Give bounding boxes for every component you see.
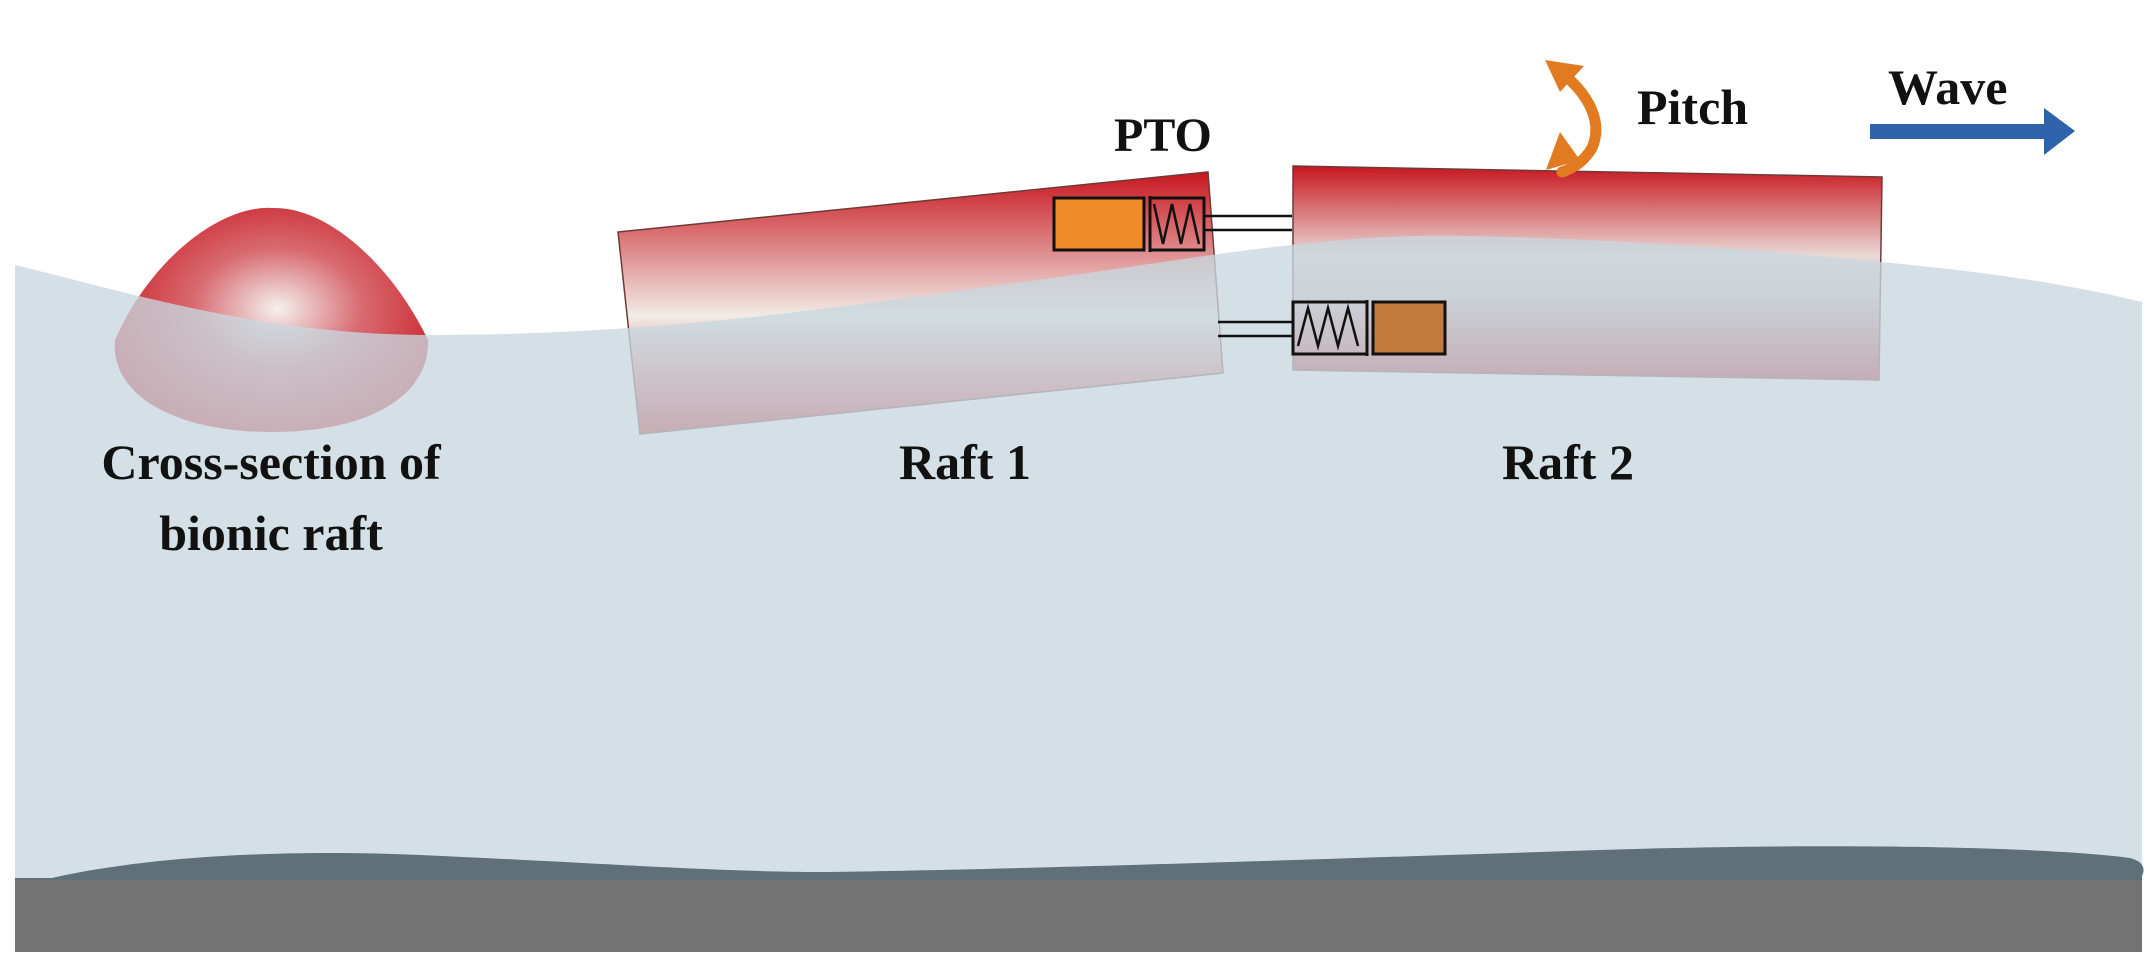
pto-lower xyxy=(1218,300,1447,356)
seabed-base xyxy=(15,880,2142,952)
pitch-arrow-icon xyxy=(1545,60,1602,178)
raft-1-label: Raft 1 xyxy=(899,434,1031,490)
cross-section-label-line2: bionic raft xyxy=(159,505,383,561)
raft-2-label: Raft 2 xyxy=(1502,434,1634,490)
wave-label: Wave xyxy=(1888,59,2008,115)
cross-section-label-line1: Cross-section of xyxy=(101,434,441,490)
water-body xyxy=(15,235,2142,952)
pto-upper xyxy=(1052,196,1292,252)
wave-arrow-icon xyxy=(1870,108,2075,155)
pitch-label: Pitch xyxy=(1637,79,1749,135)
pto-label: PTO xyxy=(1114,109,1212,162)
